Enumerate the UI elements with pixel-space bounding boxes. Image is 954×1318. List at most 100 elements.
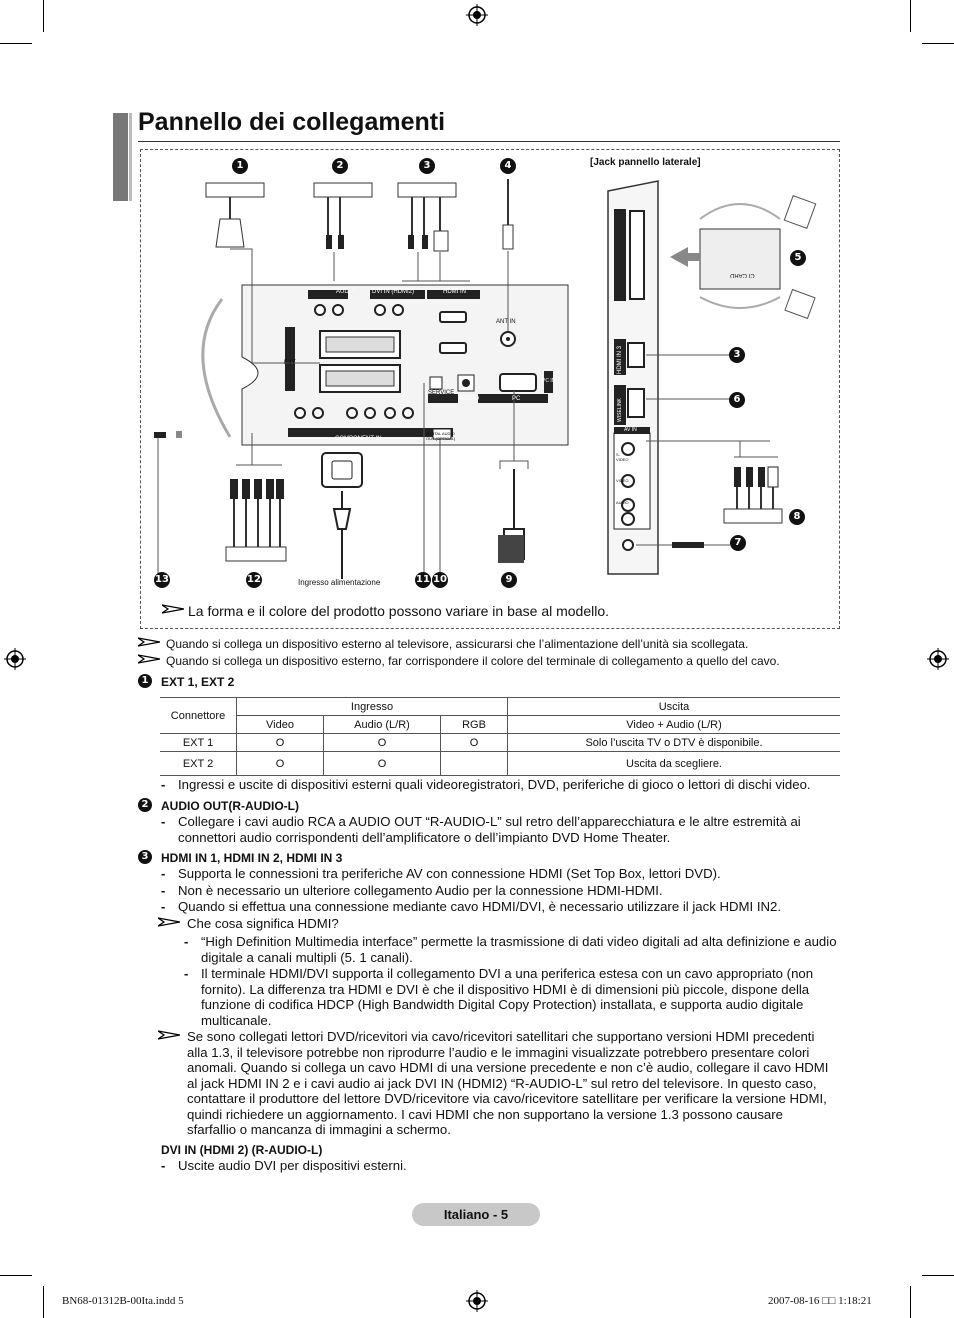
table-cell (440, 751, 508, 776)
panel-label-wiselink: WISELINK (617, 398, 623, 422)
title-underline (138, 141, 840, 142)
callout-number: 10 (432, 572, 448, 588)
note-arrow-icon (138, 637, 160, 647)
page-title: Pannello dei collegamenti (138, 108, 446, 136)
crop-mark (0, 43, 32, 44)
bullet-text: Collegare i cavi audio RCA a AUDIO OUT “… (178, 814, 801, 845)
registration-mark-icon (927, 648, 949, 670)
note-text: Che cosa significa HDMI? (187, 916, 339, 931)
bullet-text: Quando si effettua una connessione media… (178, 899, 782, 914)
table-subheader: RGB (440, 715, 508, 734)
table-cell: O (323, 751, 441, 776)
crop-mark (922, 43, 954, 44)
table-subheader: Video (236, 715, 324, 734)
rear-panel-illustration (154, 179, 817, 579)
bullet-dash: - (161, 866, 166, 881)
table-row: EXT 2 O O Uscita da scegliere. (160, 751, 840, 776)
file-name: BN68-01312B-00Ita.indd 5 (62, 1295, 184, 1307)
note-arrow-icon (158, 917, 180, 927)
panel-label-ant: ANT IN (496, 319, 516, 325)
callout-number: 9 (501, 572, 517, 588)
panel-label-audio: AUDIO (616, 500, 629, 505)
callout-number: 4 (500, 158, 516, 174)
callout-number: 1 (232, 158, 248, 174)
panel-label-optical: DIGITAL AUDIO OUT (OPTICAL) (426, 431, 456, 441)
section-number: 3 (138, 850, 152, 864)
bullet-dash: - (184, 934, 189, 949)
crop-mark (43, 0, 44, 32)
panel-label-av-in: AV IN (624, 427, 637, 433)
panel-label-ci-card: CI CARD (730, 272, 755, 278)
note-text: Quando si collega un dispositivo esterno… (166, 637, 749, 651)
table-subheader: Audio (L/R) (323, 715, 441, 734)
section-heading: HDMI IN 1, HDMI IN 2, HDMI IN 3 (161, 851, 343, 865)
callout-number: 12 (246, 572, 262, 588)
bullet-text: Ingressi e uscite di dispositivi esterni… (178, 777, 811, 792)
panel-label-audio-pc: AUDIO (460, 396, 480, 402)
callout-number: 2 (332, 158, 348, 174)
panel-label-svideo: S-VIDEO (616, 452, 629, 462)
power-input-label: Ingresso alimentazione (298, 578, 381, 587)
note-text: Quando si collega un dispositivo esterno… (166, 654, 780, 668)
section-heading: EXT 1, EXT 2 (161, 675, 235, 689)
bullet-dash: - (161, 814, 166, 829)
panel-label-hdmi: HDMI IN (443, 289, 466, 295)
callout-number: 13 (154, 572, 170, 588)
note-text: Se sono collegati lettori DVD/ricevitori… (187, 1029, 829, 1137)
crop-mark (43, 1286, 44, 1318)
table-header: Uscita (507, 697, 840, 716)
bullet-text: “High Definition Multimedia interface” p… (201, 934, 837, 965)
panel-label-hdmi-in3: HDMI IN 3 (617, 345, 623, 374)
panel-label-video: VIDEO (616, 478, 629, 483)
callout-number: 11 (415, 572, 431, 588)
table-cell: Solo l’uscita TV o DTV è disponibile. (507, 733, 840, 752)
panel-label-common-interface: COMMON INTERFACE (570, 181, 577, 255)
callout-number: 7 (730, 535, 746, 551)
table-header: Ingresso (236, 697, 508, 716)
note-arrow-icon (162, 604, 184, 614)
section-heading: AUDIO OUT(R-AUDIO-L) (161, 799, 299, 813)
table-cell: O (440, 733, 508, 752)
panel-label-pc: PC (512, 396, 521, 402)
panel-label-ext: EXT (284, 360, 296, 366)
section-number: 2 (138, 798, 152, 812)
bullet-dash: - (161, 777, 166, 792)
table-cell: O (323, 733, 441, 752)
table-row: EXT 1 O O O Solo l’uscita TV o DTV è dis… (160, 733, 840, 752)
crop-mark (0, 1275, 32, 1276)
table-subheader: Video + Audio (L/R) (507, 715, 840, 734)
section-heading: DVI IN (HDMI 2) (R-AUDIO-L) (161, 1143, 323, 1157)
registration-mark-icon (4, 648, 26, 670)
registration-mark-icon (466, 1290, 488, 1312)
connection-diagram (140, 149, 840, 629)
bullet-dash: - (161, 1158, 166, 1173)
bullet-text: Non è necessario un ulteriore collegamen… (178, 883, 663, 898)
crop-mark (910, 0, 911, 32)
callout-number: 3 (729, 347, 745, 363)
title-accent-bar (113, 113, 128, 201)
note-arrow-icon (138, 654, 160, 664)
table-cell: O (236, 733, 324, 752)
bullet-dash: - (161, 883, 166, 898)
panel-label-component: COMPONENT IN (335, 436, 382, 442)
section-number: 1 (138, 674, 152, 688)
callout-number: 6 (729, 392, 745, 408)
crop-mark (910, 1286, 911, 1318)
table-cell: EXT 2 (160, 751, 237, 776)
bullet-text: Supporta le connessioni tra periferiche … (178, 866, 721, 881)
table-cell: EXT 1 (160, 733, 237, 752)
panel-label-dvi: DVI IN (HDMI2) (372, 289, 414, 295)
bullet-text: Uscite audio DVI per dispositivi esterni… (178, 1158, 407, 1173)
bullet-dash: - (184, 966, 189, 981)
bullet-text: Il terminale HDMI/DVI supporta il colleg… (201, 966, 814, 1028)
callout-number: 8 (789, 509, 805, 525)
panel-label-audio-out: AUDIO (336, 289, 356, 295)
timestamp: 2007-08-16 □□ 1:18:21 (768, 1295, 872, 1307)
title-accent-bar (129, 113, 132, 201)
callout-number: 3 (419, 158, 435, 174)
panel-label-pc-in: PC IN (542, 378, 556, 384)
callout-number: 5 (790, 250, 806, 266)
note-arrow-icon (158, 1030, 180, 1040)
ext-table: Connettore Ingresso Uscita Video Audio (… (160, 697, 840, 776)
side-jack-label: [Jack pannello laterale] (590, 157, 701, 168)
